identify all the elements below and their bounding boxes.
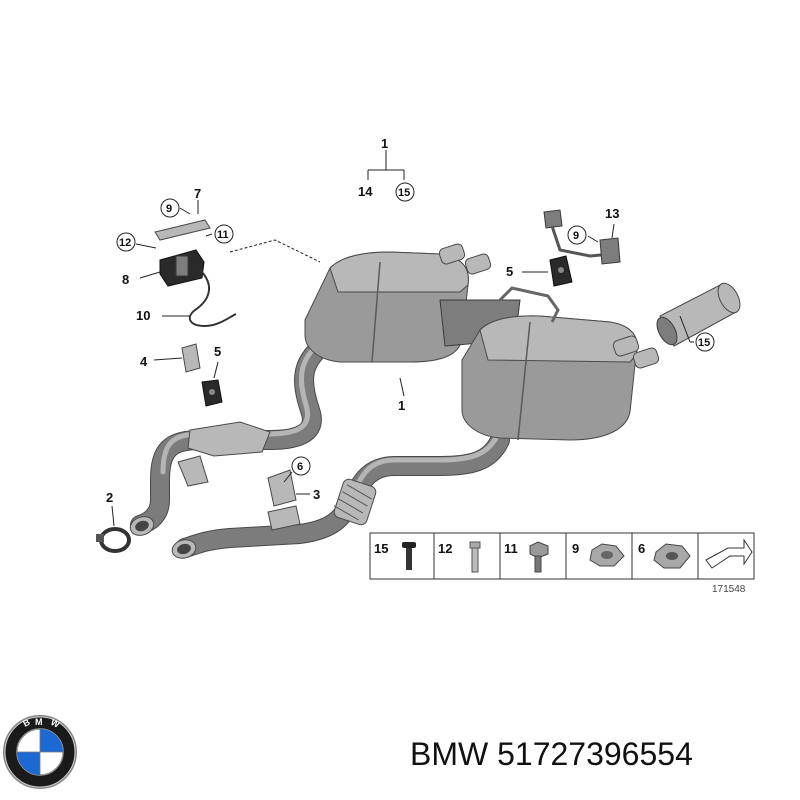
callout-11-left: 11 xyxy=(217,229,229,241)
callout-12-left: 12 xyxy=(119,237,131,249)
callout-9-left: 9 xyxy=(166,203,172,215)
legend-label-12: 12 xyxy=(438,541,452,556)
brand-part-label: BMW 51727396554 xyxy=(410,736,693,773)
bolt-15-icon xyxy=(402,542,416,570)
nut-9-icon xyxy=(589,543,625,567)
legend-label-15: 15 xyxy=(374,541,388,556)
tailpipe-trim xyxy=(656,282,741,347)
fastener-legend: 15 12 11 9 6 171548 xyxy=(369,532,755,595)
bolt-12-icon xyxy=(469,541,481,573)
exhaust-pipes xyxy=(129,330,510,559)
callout-15-top: 15 xyxy=(398,187,410,199)
callout-3: 3 xyxy=(313,487,320,502)
bmw-logo: B M W xyxy=(3,715,77,789)
callout-8: 8 xyxy=(122,272,129,287)
callout-10: 10 xyxy=(136,308,150,323)
callout-labels: 1 14 15 9 7 12 11 8 10 4 5 1 2 6 3 9 13 … xyxy=(106,136,715,505)
callout-15-right: 15 xyxy=(698,337,710,349)
bolt-11-icon xyxy=(529,541,549,573)
svg-text:M: M xyxy=(35,717,43,727)
callout-5-left: 5 xyxy=(214,344,221,359)
rear-silencer xyxy=(304,243,660,441)
callout-1-top: 1 xyxy=(381,136,388,151)
rubber-mount-5-right xyxy=(549,255,573,287)
front-hanger xyxy=(177,455,209,487)
callout-6: 6 xyxy=(297,461,303,473)
callout-5-right: 5 xyxy=(506,264,513,279)
bracket-4 xyxy=(181,343,201,373)
callout-7: 7 xyxy=(194,186,201,201)
arrow-symbol-icon xyxy=(705,538,753,569)
cable-10 xyxy=(188,269,237,328)
legend-label-9: 9 xyxy=(572,541,579,556)
legend-label-6: 6 xyxy=(638,541,645,556)
svg-text:B: B xyxy=(21,717,32,729)
brand-name: BMW xyxy=(410,736,489,772)
legend-label-11: 11 xyxy=(504,541,518,556)
clamp-2 xyxy=(96,527,131,553)
callout-13: 13 xyxy=(605,206,619,221)
hanger-13 xyxy=(543,209,621,265)
callout-14: 14 xyxy=(358,184,373,199)
callout-4: 4 xyxy=(140,354,148,369)
rubber-mount-8 xyxy=(159,249,205,287)
nut-6-icon xyxy=(653,543,691,569)
rubber-mount-5-left xyxy=(201,379,223,407)
bracket-3 xyxy=(267,469,301,531)
bracket-7 xyxy=(154,219,211,241)
callout-2: 2 xyxy=(106,490,113,505)
drawing-number: 171548 xyxy=(712,584,746,595)
leader-lines xyxy=(111,150,694,527)
callout-1-mid: 1 xyxy=(398,398,405,413)
callout-9-right: 9 xyxy=(573,230,579,242)
part-number: 51727396554 xyxy=(497,736,693,772)
